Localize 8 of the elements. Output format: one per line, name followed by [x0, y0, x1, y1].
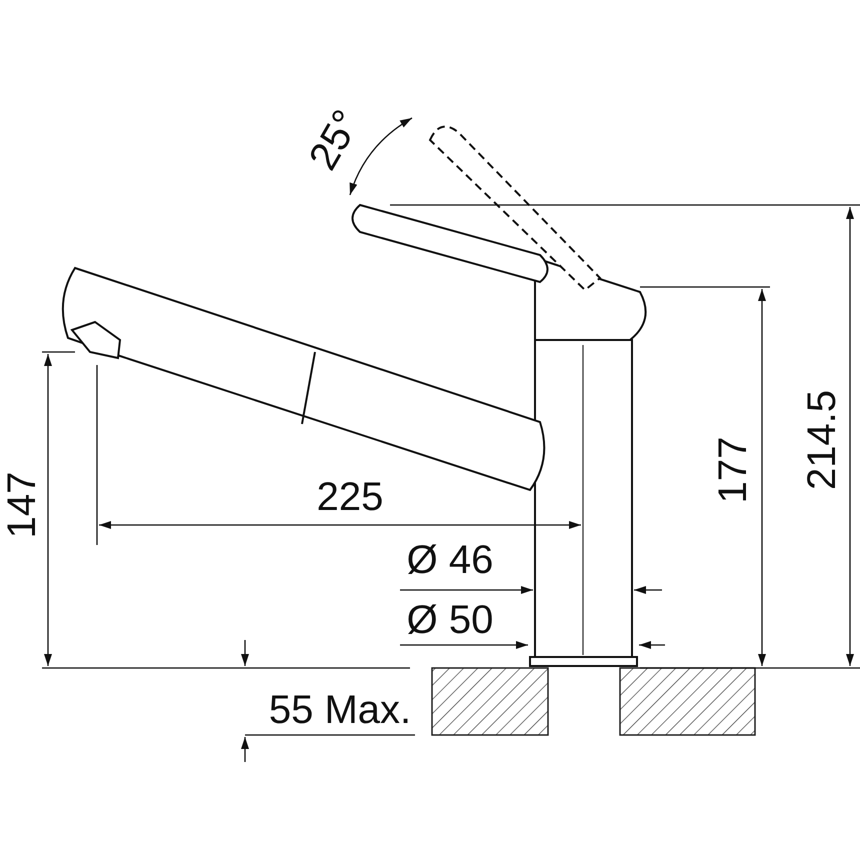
- dimension-label: 214.5: [802, 390, 842, 490]
- dimension-label: 55 Max.: [268, 690, 412, 730]
- dimension-label: Ø 50: [406, 600, 494, 640]
- dimension-label: 177: [713, 436, 753, 504]
- dimension-label: 225: [316, 477, 384, 517]
- dimension-label: Ø 46: [406, 540, 494, 580]
- dimension-label: 147: [2, 472, 42, 538]
- dimension-label: 25°: [302, 104, 368, 176]
